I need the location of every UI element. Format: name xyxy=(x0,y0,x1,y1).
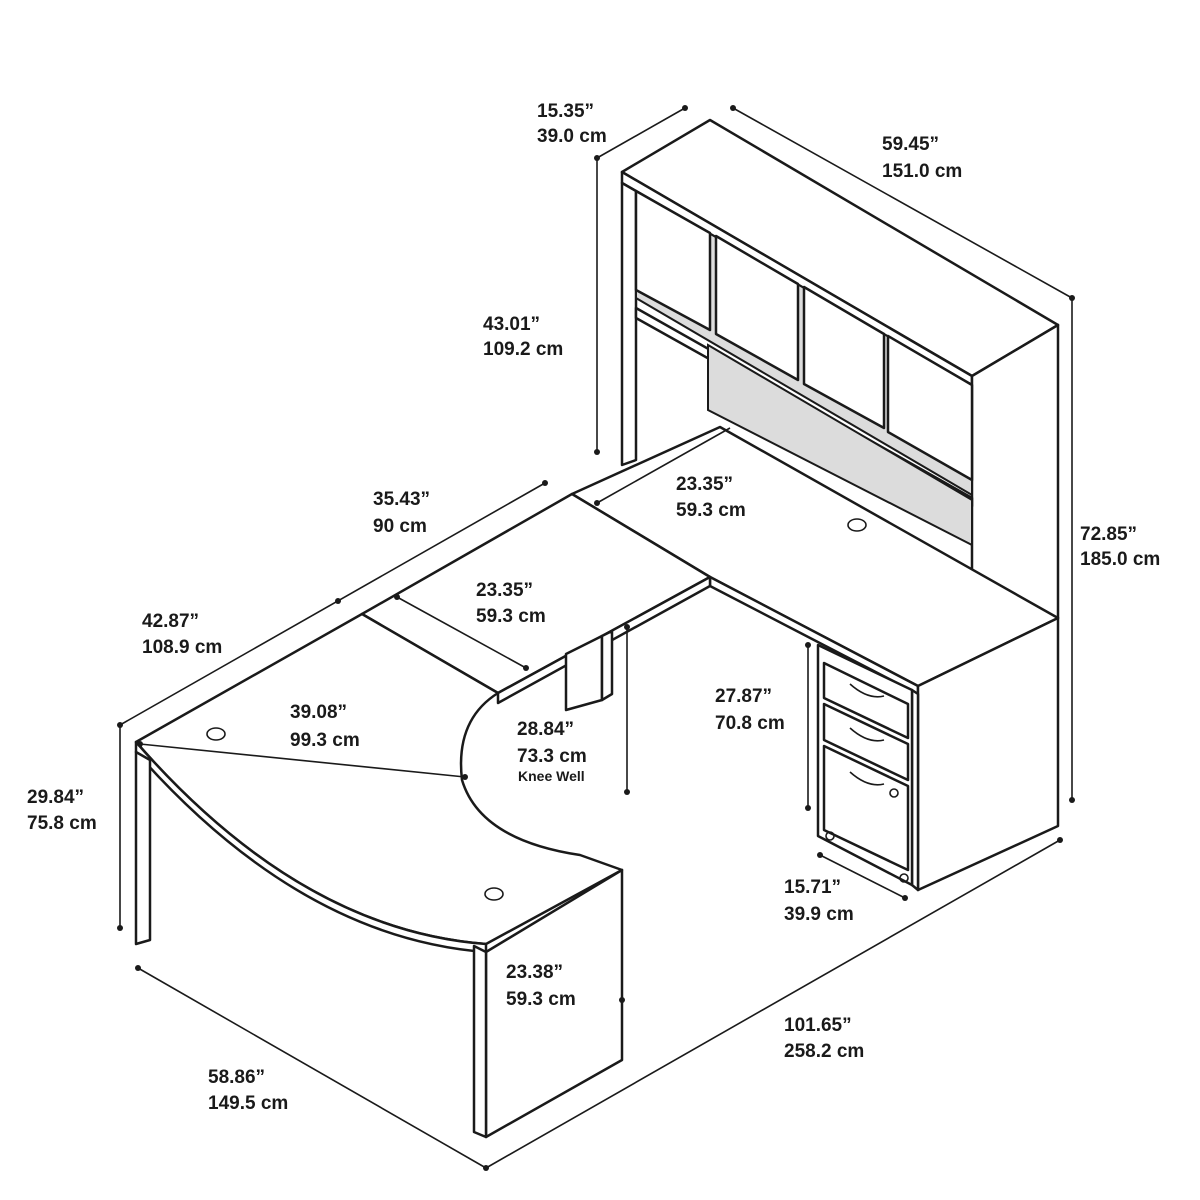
hutch-width-cm: 151.0 cm xyxy=(882,161,962,182)
hutch-height-in: 43.01” xyxy=(483,314,540,335)
front-depth-cm: 59.3 cm xyxy=(506,989,576,1010)
bow-curve-depth-in: 39.08” xyxy=(290,702,347,723)
knee-well-height-cm: 73.3 cm xyxy=(517,746,587,767)
grommet-icon xyxy=(206,727,226,741)
dimension-lines xyxy=(117,105,1075,1171)
bow-front-desk xyxy=(134,612,624,1139)
desk-height-cm: 75.8 cm xyxy=(27,813,97,834)
grommet-icon xyxy=(484,887,504,901)
front-depth-in: 23.38” xyxy=(506,962,563,983)
pedestal-depth-cm: 39.9 cm xyxy=(784,904,854,925)
pedestal-height-in: 27.87” xyxy=(715,686,772,707)
mobile-pedestal xyxy=(816,643,914,887)
hutch-door-4 xyxy=(886,334,974,482)
hutch-door-1 xyxy=(634,189,712,332)
total-height-in: 72.85” xyxy=(1080,524,1137,545)
bow-desk-right-panel-front xyxy=(472,944,488,1139)
rear-desk-depth-cm: 59.3 cm xyxy=(676,500,746,521)
drawer-handle-icon xyxy=(849,683,885,698)
hutch-lower-cavity xyxy=(707,343,973,547)
bridge-depth-cm: 59.3 cm xyxy=(476,606,546,627)
pedestal-depth-in: 15.71” xyxy=(784,877,841,898)
caster-icon xyxy=(899,873,909,883)
bridge-length-in: 35.43” xyxy=(373,489,430,510)
pedestal-file-drawer xyxy=(822,744,910,872)
bow-desk-depth-in: 42.87” xyxy=(142,611,199,632)
bow-desk-depth-cm: 108.9 cm xyxy=(142,637,222,658)
desk-height-in: 29.84” xyxy=(27,787,84,808)
knee-well-note: Knee Well xyxy=(518,768,585,784)
grommet-icon xyxy=(847,518,867,532)
bow-desk-width-in: 58.86” xyxy=(208,1067,265,1088)
drawer-handle-icon xyxy=(849,727,885,742)
drawer-handle-icon xyxy=(849,771,885,786)
total-length-in: 101.65” xyxy=(784,1015,852,1036)
bow-desk-left-panel xyxy=(134,750,152,946)
hutch-door-2 xyxy=(714,234,800,382)
total-height-cm: 185.0 cm xyxy=(1080,549,1160,570)
rear-desk-depth-in: 23.35” xyxy=(676,474,733,495)
dimension-labels: 15.35” 39.0 cm 59.45” 151.0 cm 43.01” 10… xyxy=(27,101,1160,1114)
bow-curve-depth-cm: 99.3 cm xyxy=(290,730,360,751)
bridge-length-cm: 90 cm xyxy=(373,516,427,537)
bow-desk-width-cm: 149.5 cm xyxy=(208,1093,288,1114)
pedestal-drawer-1 xyxy=(822,661,910,740)
rear-desk xyxy=(570,425,1060,892)
hutch-door-3 xyxy=(802,285,886,430)
knee-well-height-in: 28.84” xyxy=(517,719,574,740)
lock-icon xyxy=(889,788,899,798)
hutch-height-cm: 109.2 cm xyxy=(483,339,563,360)
hutch-depth-in: 15.35” xyxy=(537,101,594,122)
pedestal-drawer-2 xyxy=(822,702,910,782)
hutch xyxy=(620,118,1060,664)
hutch-left-side xyxy=(620,181,638,467)
total-length-cm: 258.2 cm xyxy=(784,1041,864,1062)
hutch-depth-cm: 39.0 cm xyxy=(537,126,607,147)
caster-icon xyxy=(825,831,835,841)
bridge-depth-in: 23.35” xyxy=(476,580,533,601)
pedestal-height-cm: 70.8 cm xyxy=(715,713,785,734)
hutch-width-in: 59.45” xyxy=(882,134,939,155)
